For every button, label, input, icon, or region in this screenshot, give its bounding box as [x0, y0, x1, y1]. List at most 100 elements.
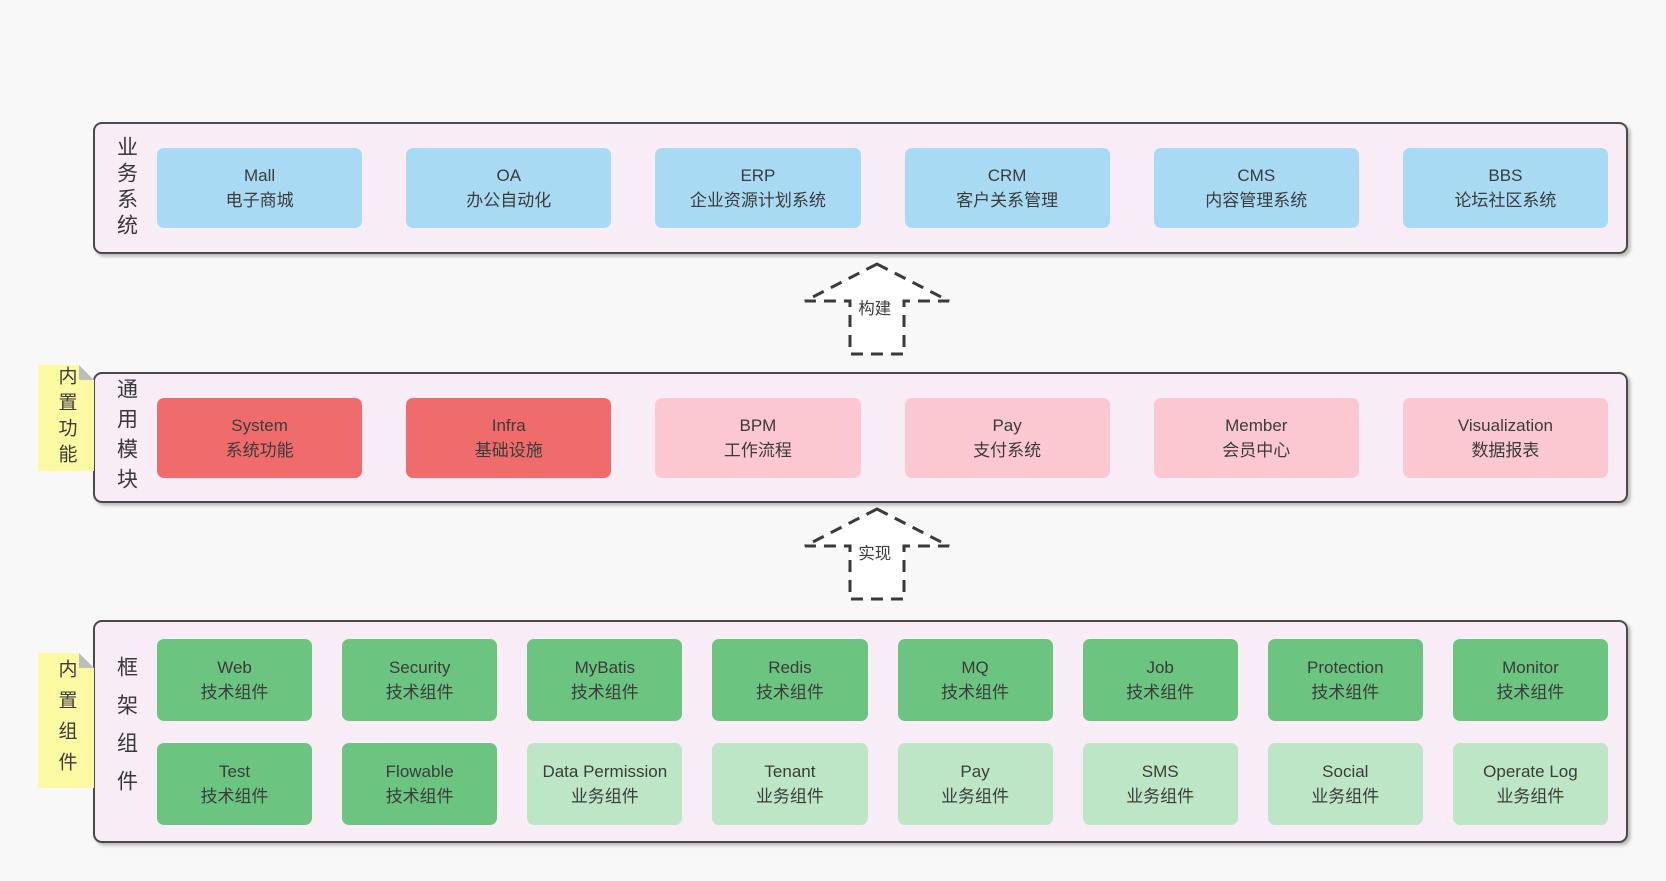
box-subtitle: 技术组件 [941, 682, 1010, 702]
layer-common-modules: 通用模块 System 系统功能 Infra 基础设施 BPM 工作流程 Pay… [93, 372, 1628, 503]
box-subtitle: 客户关系管理 [956, 191, 1059, 210]
folded-corner-icon [79, 365, 94, 380]
box-subtitle: 技术组件 [570, 682, 639, 702]
box-subtitle: 技术组件 [755, 682, 824, 702]
box-subtitle: 工作流程 [723, 440, 792, 460]
box-title: Job [1146, 657, 1174, 677]
box-social: Social 业务组件 [1267, 742, 1423, 825]
box-title: BBS [1488, 166, 1523, 185]
layer-label: 通用模块 [114, 377, 138, 498]
box-mq: MQ 技术组件 [897, 638, 1053, 721]
box-oa: OA 办公自动化 [406, 148, 612, 228]
sticky-note-text: 内置组件 [55, 658, 77, 783]
box-monitor: Monitor 技术组件 [1452, 638, 1608, 721]
box-title: Visualization [1457, 415, 1554, 435]
box-crm: CRM 客户关系管理 [904, 148, 1110, 228]
biz-components-row: Test 技术组件 Flowable 技术组件 Data Permission … [157, 742, 1608, 825]
box-title: Tenant [764, 761, 816, 781]
box-subtitle: 办公自动化 [466, 191, 552, 210]
box-title: Social [1322, 761, 1369, 781]
box-title: CRM [987, 166, 1027, 185]
box-title: OA [496, 166, 522, 185]
layer-label-zone: 通用模块 [95, 374, 157, 501]
box-subtitle: 数据报表 [1471, 440, 1540, 460]
box-title: Web [217, 657, 252, 677]
box-subtitle: 技术组件 [200, 786, 269, 806]
layer-label: 业务系统 [114, 136, 138, 240]
box-subtitle: 内容管理系统 [1205, 191, 1308, 210]
box-member: Member 会员中心 [1153, 397, 1359, 478]
box-pay-component: Pay 业务组件 [897, 742, 1053, 825]
layer-label: 框架组件 [114, 655, 138, 808]
box-subtitle: 业务组件 [1311, 786, 1380, 806]
box-subtitle: 技术组件 [1496, 682, 1565, 702]
box-erp: ERP 企业资源计划系统 [655, 148, 861, 228]
box-title: Data Permission [542, 761, 668, 781]
box-subtitle: 企业资源计划系统 [689, 191, 826, 210]
arrow-label: 构建 [856, 298, 894, 320]
box-title: MyBatis [574, 657, 636, 677]
box-pay-system: Pay 支付系统 [904, 397, 1110, 478]
box-subtitle: 技术组件 [385, 786, 454, 806]
box-subtitle: 技术组件 [200, 682, 269, 702]
box-title: Pay [992, 415, 1022, 435]
box-title: SMS [1141, 761, 1179, 781]
box-mybatis: MyBatis 技术组件 [527, 638, 683, 721]
tech-components-row: Web 技术组件 Security 技术组件 MyBatis 技术组件 Redi… [157, 638, 1608, 721]
arrow-up-build: 构建 [802, 261, 952, 357]
box-title: Member [1225, 415, 1288, 435]
box-subtitle: 业务组件 [755, 786, 824, 806]
box-title: BPM [739, 415, 777, 435]
arrow-up-implement: 实现 [802, 506, 952, 602]
box-protection: Protection 技术组件 [1267, 638, 1423, 721]
box-subtitle: 业务组件 [1126, 786, 1195, 806]
box-subtitle: 论坛社区系统 [1454, 191, 1557, 210]
box-subtitle: 系统功能 [225, 440, 294, 460]
sticky-note-text: 内置功能 [55, 366, 77, 470]
box-title: Monitor [1502, 657, 1559, 677]
box-title: Redis [768, 657, 812, 677]
box-title: Infra [491, 415, 526, 435]
sticky-note-built-in-components: 内置组件 [38, 653, 94, 788]
folded-corner-icon [79, 653, 94, 668]
arrow-label: 实现 [856, 543, 894, 565]
component-rows: Web 技术组件 Security 技术组件 MyBatis 技术组件 Redi… [157, 638, 1608, 825]
box-tenant: Tenant 业务组件 [712, 742, 868, 825]
box-job: Job 技术组件 [1082, 638, 1238, 721]
box-subtitle: 会员中心 [1222, 440, 1291, 460]
box-title: ERP [740, 166, 776, 185]
box-operate-log: Operate Log 业务组件 [1452, 742, 1608, 825]
box-subtitle: 基础设施 [474, 440, 543, 460]
layer-label-zone: 框架组件 [95, 622, 157, 841]
box-visualization: Visualization 数据报表 [1402, 397, 1609, 478]
box-infra: Infra 基础设施 [406, 397, 612, 478]
box-flowable: Flowable 技术组件 [342, 742, 498, 825]
sticky-note-built-in-functions: 内置功能 [38, 365, 94, 471]
box-security: Security 技术组件 [342, 638, 498, 721]
box-system: System 系统功能 [157, 397, 363, 478]
box-title: Protection [1307, 657, 1384, 677]
box-subtitle: 技术组件 [1311, 682, 1380, 702]
box-subtitle: 业务组件 [941, 786, 1010, 806]
box-subtitle: 业务组件 [570, 786, 639, 806]
box-title: Pay [960, 761, 990, 781]
box-sms: SMS 业务组件 [1082, 742, 1238, 825]
box-title: Mall [244, 166, 276, 185]
box-title: Test [218, 761, 251, 781]
box-bbs: BBS 论坛社区系统 [1402, 148, 1609, 228]
box-title: CMS [1237, 166, 1276, 185]
layer-framework-components: 框架组件 Web 技术组件 Security 技术组件 MyBatis 技术组件… [93, 620, 1628, 843]
layer-label-zone: 业务系统 [95, 124, 157, 252]
box-web: Web 技术组件 [157, 638, 313, 721]
box-subtitle: 技术组件 [385, 682, 454, 702]
box-data-permission: Data Permission 业务组件 [527, 742, 683, 825]
box-subtitle: 支付系统 [973, 440, 1042, 460]
business-boxes-row: Mall 电子商城 OA 办公自动化 ERP 企业资源计划系统 CRM 客户关系… [157, 148, 1609, 228]
box-test: Test 技术组件 [157, 742, 313, 825]
module-boxes-row: System 系统功能 Infra 基础设施 BPM 工作流程 Pay 支付系统… [157, 397, 1609, 478]
box-title: Flowable [385, 761, 454, 781]
box-title: System [231, 415, 288, 435]
box-title: Security [388, 657, 451, 677]
box-subtitle: 电子商城 [225, 191, 294, 210]
box-mall: Mall 电子商城 [157, 148, 363, 228]
